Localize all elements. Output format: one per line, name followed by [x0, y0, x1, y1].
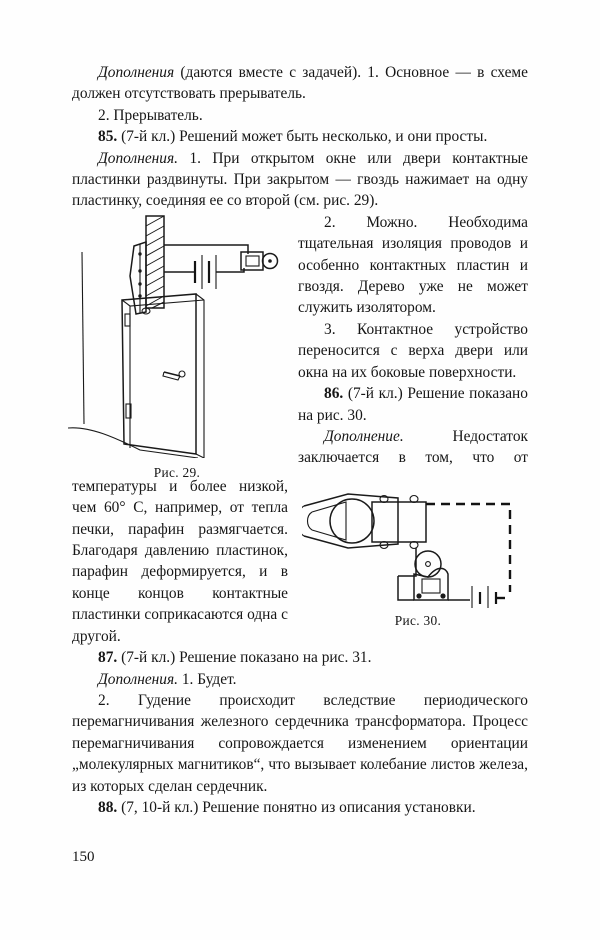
figure-29: Рис. 29. — [68, 214, 286, 480]
paragraph-body-text: 1. Будет. — [178, 670, 237, 688]
paragraph-mozhno: 2. Можно. Необходима тщательная изоляция… — [298, 213, 528, 317]
figure-30-caption: Рис. 30. — [394, 612, 442, 628]
paragraph-item-86: 86. (7-й кл.) Решение показано на рис. 3… — [72, 383, 528, 426]
paragraph-body-text: Недостаток заключается в том, что от тем… — [72, 427, 528, 645]
paragraph-preryvatel: 2. Прерыватель. — [98, 106, 203, 124]
figure-29-caption: Рис. 29. — [153, 464, 201, 480]
page-number: 150 — [72, 849, 95, 865]
paragraph-dopolnenie-3: Дополнение. Недостаток заключается в том… — [72, 426, 528, 647]
item-number-87: 87. — [98, 649, 118, 667]
item-number-86: 86. — [324, 385, 344, 403]
paragraph-dopolneniya-1: Дополнения (даются вместе с задачей). 1.… — [72, 62, 528, 105]
paragraph-kontaktnoe-ustroystvo: 3. Контактное устройство переносится с в… — [298, 320, 528, 381]
item-86-text: (7-й кл.) Решение показано на рис. 30. — [298, 385, 528, 424]
paragraph-lead-italic: Дополнения. — [98, 149, 179, 167]
paragraph-item-87: 87. (7-й кл.) Решение показано на рис. 3… — [72, 647, 528, 668]
paragraph-item-85: 85. (7-й кл.) Решений может быть несколь… — [72, 126, 528, 147]
figure-30: Рис. 30. — [302, 482, 534, 632]
paragraph-dopolneniya-4: Дополнения. 1. Будет. — [72, 669, 528, 690]
item-number-88: 88. — [98, 798, 118, 816]
figure-29-drawing — [68, 215, 279, 458]
item-85-text: (7-й кл.) Решений может быть несколько, … — [117, 128, 488, 146]
item-88-text: (7, 10-й кл.) Решение понятно из описани… — [117, 798, 476, 816]
paragraph-lead-italic: Дополнение. — [324, 427, 404, 445]
paragraph-body-text: 1. При открытом окне или двери контактны… — [72, 149, 528, 210]
paragraph-lead-italic: Дополнения — [98, 64, 175, 81]
figure-30-drawing — [302, 493, 512, 608]
item-87-text: (7-й кл.) Решение показано на рис. 31. — [117, 649, 372, 667]
paragraph-lead-italic: Дополнения. — [98, 670, 179, 688]
paragraph-dopolneniya-2: Дополнения. 1. При открытом окне или две… — [72, 148, 528, 212]
page-text-column: Дополнения (даются вместе с задачей). 1.… — [68, 62, 528, 818]
paragraph-item-88: 88. (7, 10-й кл.) Решение понятно из опи… — [72, 797, 528, 818]
paragraph-gudenie: 2. Гудение происходит вследствие периоди… — [72, 691, 528, 795]
item-number-85: 85. — [98, 128, 118, 146]
paragraph-body-text: (даются вместе с задачей). 1. Основное —… — [72, 64, 528, 103]
